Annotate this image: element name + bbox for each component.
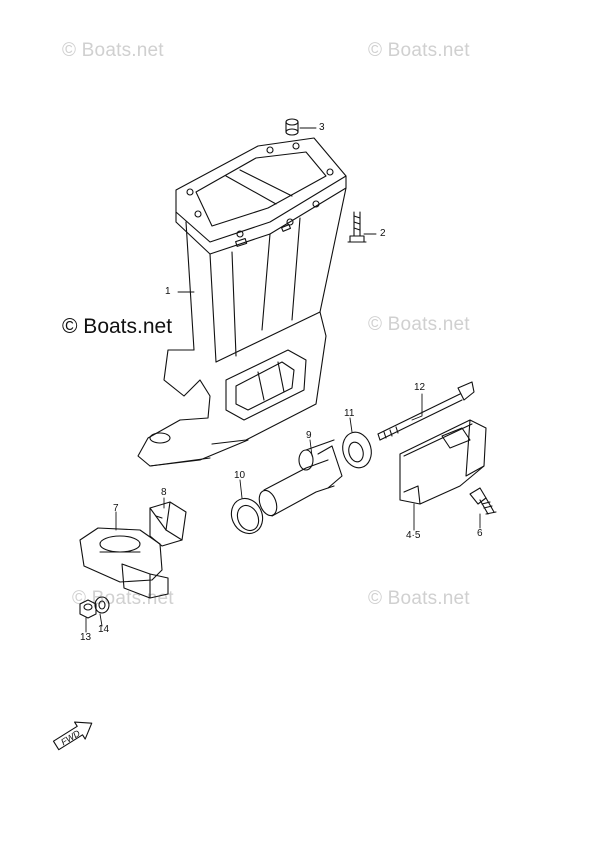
callout-3: 3	[319, 122, 325, 133]
ring-part-10	[230, 497, 264, 535]
grommet-part-11	[342, 431, 372, 469]
watermark-top-left: © Boats.net	[62, 40, 164, 61]
callout-7: 7	[113, 503, 119, 514]
callout-14: 14	[98, 624, 110, 635]
long-bolt-part-12	[377, 381, 475, 441]
mount-sleeve-part-9	[258, 439, 343, 517]
cover-part-4-5	[399, 419, 487, 505]
nut-part-13	[79, 599, 97, 619]
fwd-arrow-icon: FWD	[52, 721, 93, 751]
watermark-bottom-right: © Boats.net	[368, 588, 470, 609]
callout-2: 2	[380, 228, 386, 239]
callout-10: 10	[234, 470, 246, 481]
bolt-part-2	[347, 211, 367, 243]
leader-lines	[85, 127, 481, 633]
screw-part-6	[469, 487, 497, 515]
callout-8: 8	[161, 487, 167, 498]
washer-part-14	[94, 596, 110, 614]
drive-shaft-housing	[137, 137, 347, 467]
watermark-bottom-left: © Boats.net	[72, 588, 174, 609]
callout-9: 9	[306, 430, 312, 441]
callout-12: 12	[414, 382, 426, 393]
callout-11: 11	[344, 408, 355, 419]
watermark-mid-right: © Boats.net	[368, 314, 470, 335]
callout-6: 6	[477, 528, 483, 539]
mount-rubber-part-8	[149, 501, 187, 547]
watermark-main: © Boats.net	[62, 315, 173, 338]
callout-4-5: 4·5	[406, 530, 421, 541]
clamp-bracket-part-7	[79, 527, 169, 599]
watermark-top-right: © Boats.net	[368, 40, 470, 61]
dowel-pin-part-3	[285, 118, 299, 136]
callout-1: 1	[165, 286, 171, 297]
callout-13: 13	[80, 632, 92, 643]
